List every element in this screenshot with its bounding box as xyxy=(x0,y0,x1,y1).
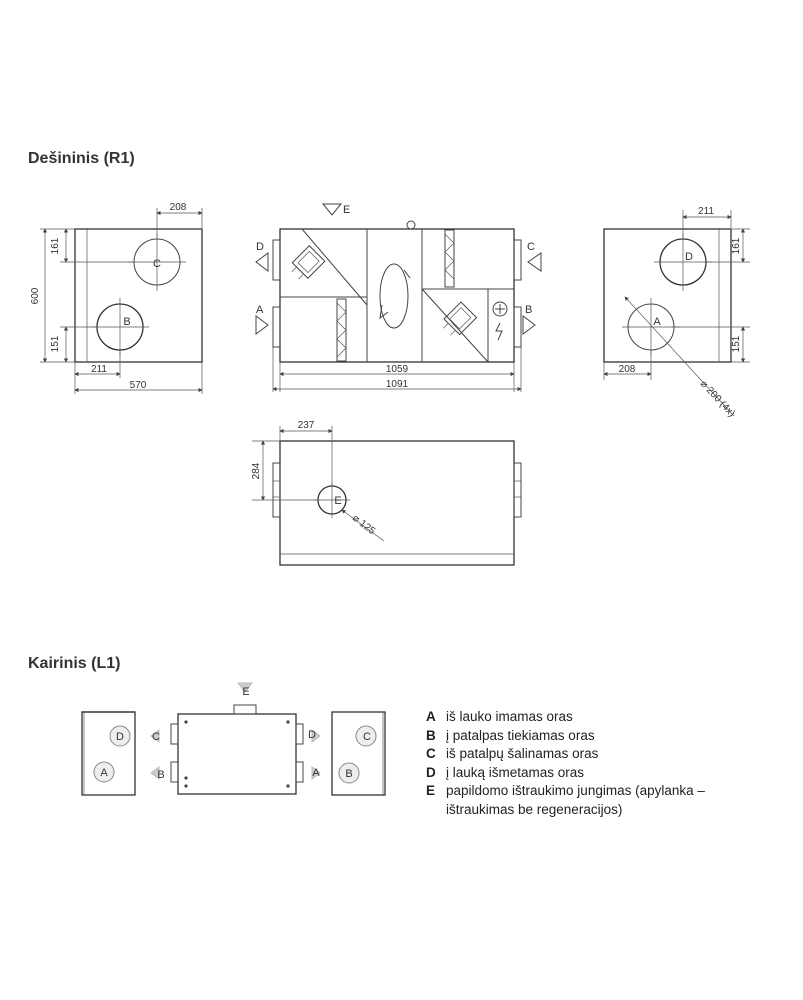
l1-left-side-view: D A xyxy=(81,711,136,796)
l1-label-c-arrow: C xyxy=(152,731,160,743)
dim-right-top: 211 xyxy=(698,206,714,217)
legend-text: iš patalpų šalinamas oras xyxy=(446,746,599,761)
dim-right-bottom-offset: 208 xyxy=(619,364,636,375)
label-a-side: A xyxy=(653,316,661,328)
dim-left-width: 570 xyxy=(130,380,147,391)
l1-label-a: A xyxy=(100,767,108,779)
exhaust-fan xyxy=(291,245,326,279)
dim-left-top: 208 xyxy=(170,202,187,213)
dim-right-diameter: ⌀ 200 (4x) xyxy=(698,379,737,420)
l1-port-b xyxy=(338,762,360,784)
legend-text: į lauką išmetamas oras xyxy=(446,764,585,780)
l1-label-d-arrow: D xyxy=(308,729,316,741)
dim-top-offset: 237 xyxy=(298,420,315,431)
supply-fan xyxy=(443,301,478,336)
l1-label-b: B xyxy=(345,768,352,780)
legend-text: papildomo ištraukimo jungimas (apylanka … xyxy=(446,783,705,817)
dim-front-inner: 1059 xyxy=(386,364,409,375)
left-side-view: C B 208 161 600 151 211 570 xyxy=(30,202,203,394)
legend-key: D xyxy=(426,764,436,780)
front-view: E D A C B 1059 1091 xyxy=(255,203,542,392)
top-view-outline xyxy=(279,440,515,566)
l1-label-a-arrow: A xyxy=(312,767,320,779)
legend-key: E xyxy=(426,783,436,798)
legend-key: B xyxy=(426,727,436,743)
label-e-top: E xyxy=(334,495,341,507)
l1-front-view: C B E D A xyxy=(150,682,321,795)
dim-top-diameter: ⌀ 125 xyxy=(350,513,377,538)
label-d-side: D xyxy=(685,251,693,263)
l1-right-side-view: C B xyxy=(331,711,386,796)
dim-right-side-top: 161 xyxy=(731,237,742,254)
left-view-outline xyxy=(74,228,203,363)
right-side-view: D A 211 161 151 208 ⌀ 200 (4x) xyxy=(603,206,750,420)
label-b-front: B xyxy=(525,304,532,316)
heater-icon xyxy=(492,301,508,317)
l1-arrow-a xyxy=(311,766,321,780)
l1-port-c xyxy=(355,725,377,747)
section-title-left: Kairinis (L1) xyxy=(28,655,121,672)
l1-port-d xyxy=(109,725,131,747)
dim-left-bottom-offset: 211 xyxy=(91,364,107,375)
label-e: E xyxy=(343,204,350,216)
electric-bolt-icon xyxy=(495,322,503,341)
legend-text: iš lauko imamas oras xyxy=(446,709,573,724)
legend-text: į patalpas tiekiamas oras xyxy=(446,727,595,743)
label-c: C xyxy=(153,258,161,270)
dim-left-side-bottom: 151 xyxy=(50,335,61,352)
legend-key: C xyxy=(426,746,436,761)
l1-label-c: C xyxy=(363,731,371,743)
l1-port-a xyxy=(93,761,115,783)
rotary-exchanger xyxy=(379,263,409,329)
label-a: A xyxy=(256,304,264,316)
arrow-a xyxy=(255,315,269,335)
l1-arrow-d xyxy=(311,729,321,743)
l1-label-d: D xyxy=(116,731,124,743)
arrow-d xyxy=(255,252,269,272)
section-title-right: Dešininis (R1) xyxy=(28,150,135,167)
legend-key: A xyxy=(426,709,436,724)
arrow-e xyxy=(321,203,343,216)
label-d: D xyxy=(256,241,264,253)
l1-label-e: E xyxy=(242,686,249,698)
right-view-outline xyxy=(603,228,732,363)
dim-right-side-bottom: 151 xyxy=(731,335,742,352)
l1-arrow-b xyxy=(150,766,160,780)
front-view-outline xyxy=(279,228,515,363)
l1-arrow-c xyxy=(150,729,160,743)
arrow-b xyxy=(522,315,536,335)
dim-left-side-top: 161 xyxy=(50,237,61,254)
label-b: B xyxy=(123,316,130,328)
dim-top-side: 284 xyxy=(251,462,262,479)
l1-arrow-e xyxy=(236,682,254,693)
l1-label-b-arrow: B xyxy=(157,769,164,781)
top-view: E 237 284 ⌀ 125 xyxy=(251,420,522,566)
label-c-front: C xyxy=(527,241,535,253)
dim-left-height: 600 xyxy=(30,287,41,304)
dim-front-outer: 1091 xyxy=(386,379,409,390)
arrow-c xyxy=(527,252,542,272)
